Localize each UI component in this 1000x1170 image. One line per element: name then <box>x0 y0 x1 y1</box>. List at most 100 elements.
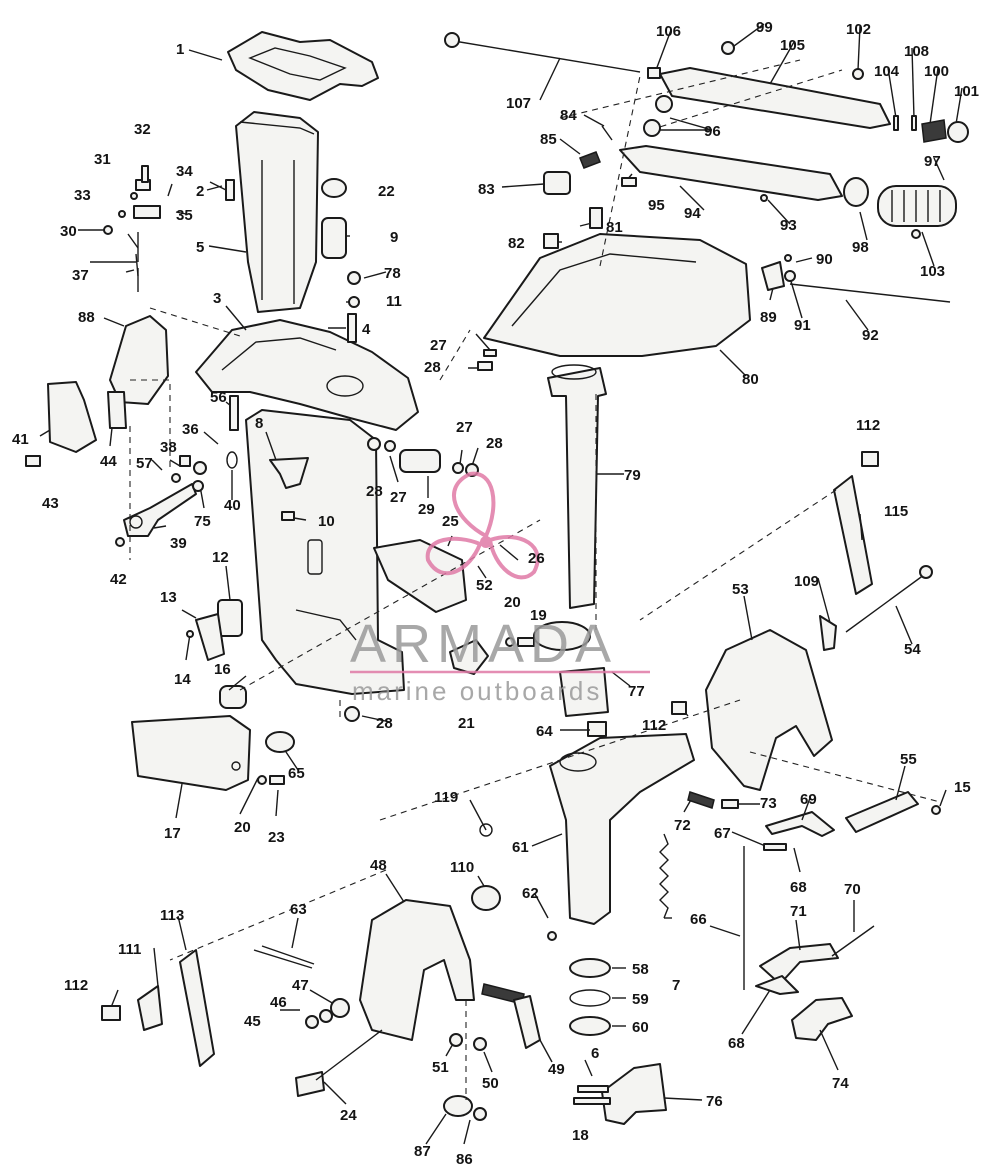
callout-33: 33 <box>74 187 91 204</box>
callout-56: 56 <box>210 389 227 406</box>
callout-50: 50 <box>482 1075 499 1092</box>
callout-30: 30 <box>60 223 77 240</box>
callout-53: 53 <box>732 581 749 598</box>
fitting-83-part <box>543 171 571 195</box>
callout-95: 95 <box>648 197 665 214</box>
plate-55-part <box>845 791 919 833</box>
callout-28b: 28 <box>486 435 503 452</box>
callout-39: 39 <box>170 535 187 552</box>
callout-35: 35 <box>176 207 193 224</box>
pad-64-part <box>587 721 607 737</box>
washer-96b-part <box>643 119 661 137</box>
callout-92: 92 <box>862 327 879 344</box>
plate-13-part <box>195 613 225 661</box>
callout-26: 26 <box>528 550 545 567</box>
callout-107: 107 <box>506 95 531 112</box>
rod-92-part <box>789 283 951 303</box>
callout-32: 32 <box>134 121 151 138</box>
ring-60-part <box>569 1016 611 1036</box>
callout-61: 61 <box>512 839 529 856</box>
washer-96a-part <box>655 95 673 113</box>
lever-71-part <box>759 943 839 985</box>
callout-23: 23 <box>268 829 285 846</box>
callout-75: 75 <box>194 513 211 530</box>
spring-7-part <box>659 833 669 919</box>
callout-48: 48 <box>370 857 387 874</box>
cable-107-part <box>447 39 641 73</box>
link-113-part <box>179 949 215 1067</box>
washer-46-part <box>319 1009 333 1023</box>
callout-14: 14 <box>174 671 191 688</box>
callout-112a: 112 <box>856 417 880 434</box>
callout-89: 89 <box>760 309 777 326</box>
washer-36-part <box>193 461 207 475</box>
bolt-43-part <box>25 455 41 467</box>
lever-74-part <box>791 997 853 1041</box>
washer-75-part <box>192 480 204 492</box>
cover-17-part <box>131 715 251 791</box>
callout-67: 67 <box>714 825 731 842</box>
callout-55: 55 <box>900 751 917 768</box>
callout-10: 10 <box>318 513 335 530</box>
callout-105: 105 <box>780 37 805 54</box>
callout-60: 60 <box>632 1019 649 1036</box>
rod-24-part <box>315 1029 383 1081</box>
knob-101-part <box>947 121 969 143</box>
callout-102: 102 <box>846 21 871 38</box>
callout-84: 84 <box>560 107 577 124</box>
link-109-part <box>819 615 837 651</box>
washer-91-part <box>784 270 796 282</box>
callout-103: 103 <box>920 263 945 280</box>
spring-100-part <box>921 119 947 143</box>
washer-47-part <box>330 998 350 1018</box>
nut-28-part <box>367 437 381 451</box>
bracket-8-part <box>269 457 309 489</box>
callout-57: 57 <box>136 455 153 472</box>
callout-73: 73 <box>760 795 777 812</box>
leader-lines <box>39 23 963 1145</box>
callout-54: 54 <box>904 641 921 658</box>
pin-6-part <box>577 1085 609 1093</box>
nut-102-part <box>852 68 864 80</box>
bushing-22-part <box>321 178 347 198</box>
callout-91: 91 <box>794 317 811 334</box>
callout-88: 88 <box>78 309 95 326</box>
callout-7: 7 <box>672 977 680 994</box>
ring-59-part <box>569 989 611 1007</box>
part-drawings <box>47 31 957 1125</box>
handle-49-part <box>513 995 541 1049</box>
bolt-56-part <box>229 395 239 431</box>
bolt-73-part <box>721 799 739 809</box>
screw-31-part <box>130 192 138 200</box>
callout-1: 1 <box>176 41 184 58</box>
ring-40-part <box>226 451 238 469</box>
handle-cover-part <box>659 67 891 129</box>
callout-97: 97 <box>924 153 941 170</box>
screw-30-part <box>103 225 113 235</box>
callout-29: 29 <box>418 501 435 518</box>
callout-28d: 28 <box>376 715 393 732</box>
steering-arm-part <box>483 233 751 357</box>
callout-66: 66 <box>690 911 707 928</box>
callout-49: 49 <box>548 1061 565 1078</box>
callout-79: 79 <box>624 467 641 484</box>
sleeve-9-part <box>321 217 347 259</box>
screw-28c-part <box>477 361 493 371</box>
callout-112b: 112 <box>642 717 666 734</box>
callout-119: 119 <box>434 789 458 806</box>
spring-72-part <box>687 791 715 809</box>
watermark-tagline: marine outboards <box>352 676 602 706</box>
watermark: ARMADA marine outboards <box>350 471 650 706</box>
pin-70-part <box>831 925 875 957</box>
callout-46: 46 <box>270 994 287 1011</box>
callout-112c: 112 <box>64 977 88 994</box>
callout-6: 6 <box>591 1045 599 1062</box>
callout-110: 110 <box>450 859 474 876</box>
steering-tube-part <box>547 367 607 609</box>
callout-8: 8 <box>255 415 263 432</box>
callout-76: 76 <box>706 1093 723 1110</box>
callout-28a: 28 <box>424 359 441 376</box>
gasket-part <box>227 31 379 101</box>
callout-24: 24 <box>340 1107 357 1124</box>
adapter-plate-part <box>195 319 419 431</box>
